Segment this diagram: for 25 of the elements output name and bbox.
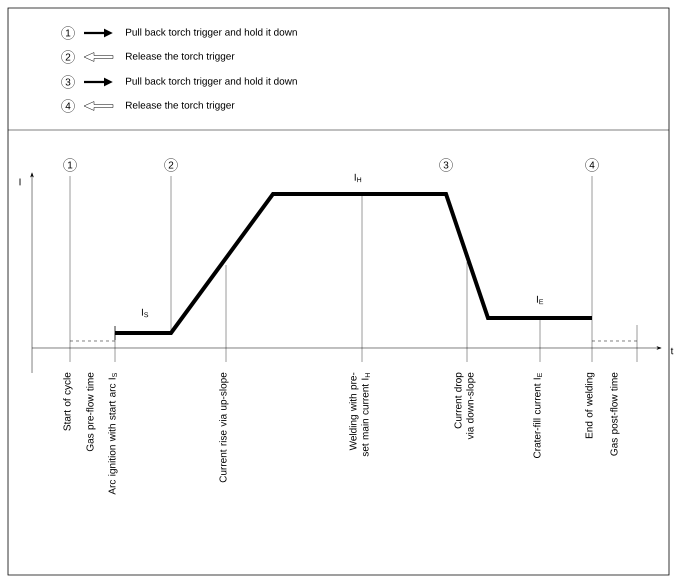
event-label: Welding with pre-set main current I$_{H}$ [349, 372, 370, 456]
event-label: Arc ignition with start arc I$_{S}$ [108, 373, 118, 495]
event-label: Current drop via down-slope [454, 372, 476, 440]
event-label: End of welding [585, 372, 595, 438]
axis-label: t [670, 348, 674, 354]
event-label: Current rise via up-slope [219, 372, 229, 482]
event-label: Gas pre-flow time [86, 372, 96, 452]
key-text: Release the torch trigger [126, 52, 235, 62]
key-text: Pull back torch trigger and hold it down [126, 77, 297, 87]
circled-number: 2 [61, 50, 75, 64]
current-label: I$_{S}$ [142, 308, 148, 318]
circled-number: 3 [61, 75, 75, 89]
circled-number: 1 [61, 26, 75, 40]
current-label: I$_{H}$ [354, 174, 362, 182]
event-label: Start of cycle [63, 372, 73, 431]
event-label: Crater-fill current I$_{E}$ [533, 373, 542, 458]
circled-number: 4 [585, 158, 599, 172]
circled-number: 3 [439, 158, 453, 172]
circled-number: 1 [63, 158, 77, 172]
key-text: Release the torch trigger [126, 101, 235, 111]
key-text: Pull back torch trigger and hold it down [126, 28, 297, 38]
circled-number: 4 [61, 99, 75, 113]
circled-number: 2 [164, 158, 178, 172]
current-label: I$_{E}$ [536, 296, 544, 304]
event-label: Gas post-flow time [610, 372, 620, 456]
